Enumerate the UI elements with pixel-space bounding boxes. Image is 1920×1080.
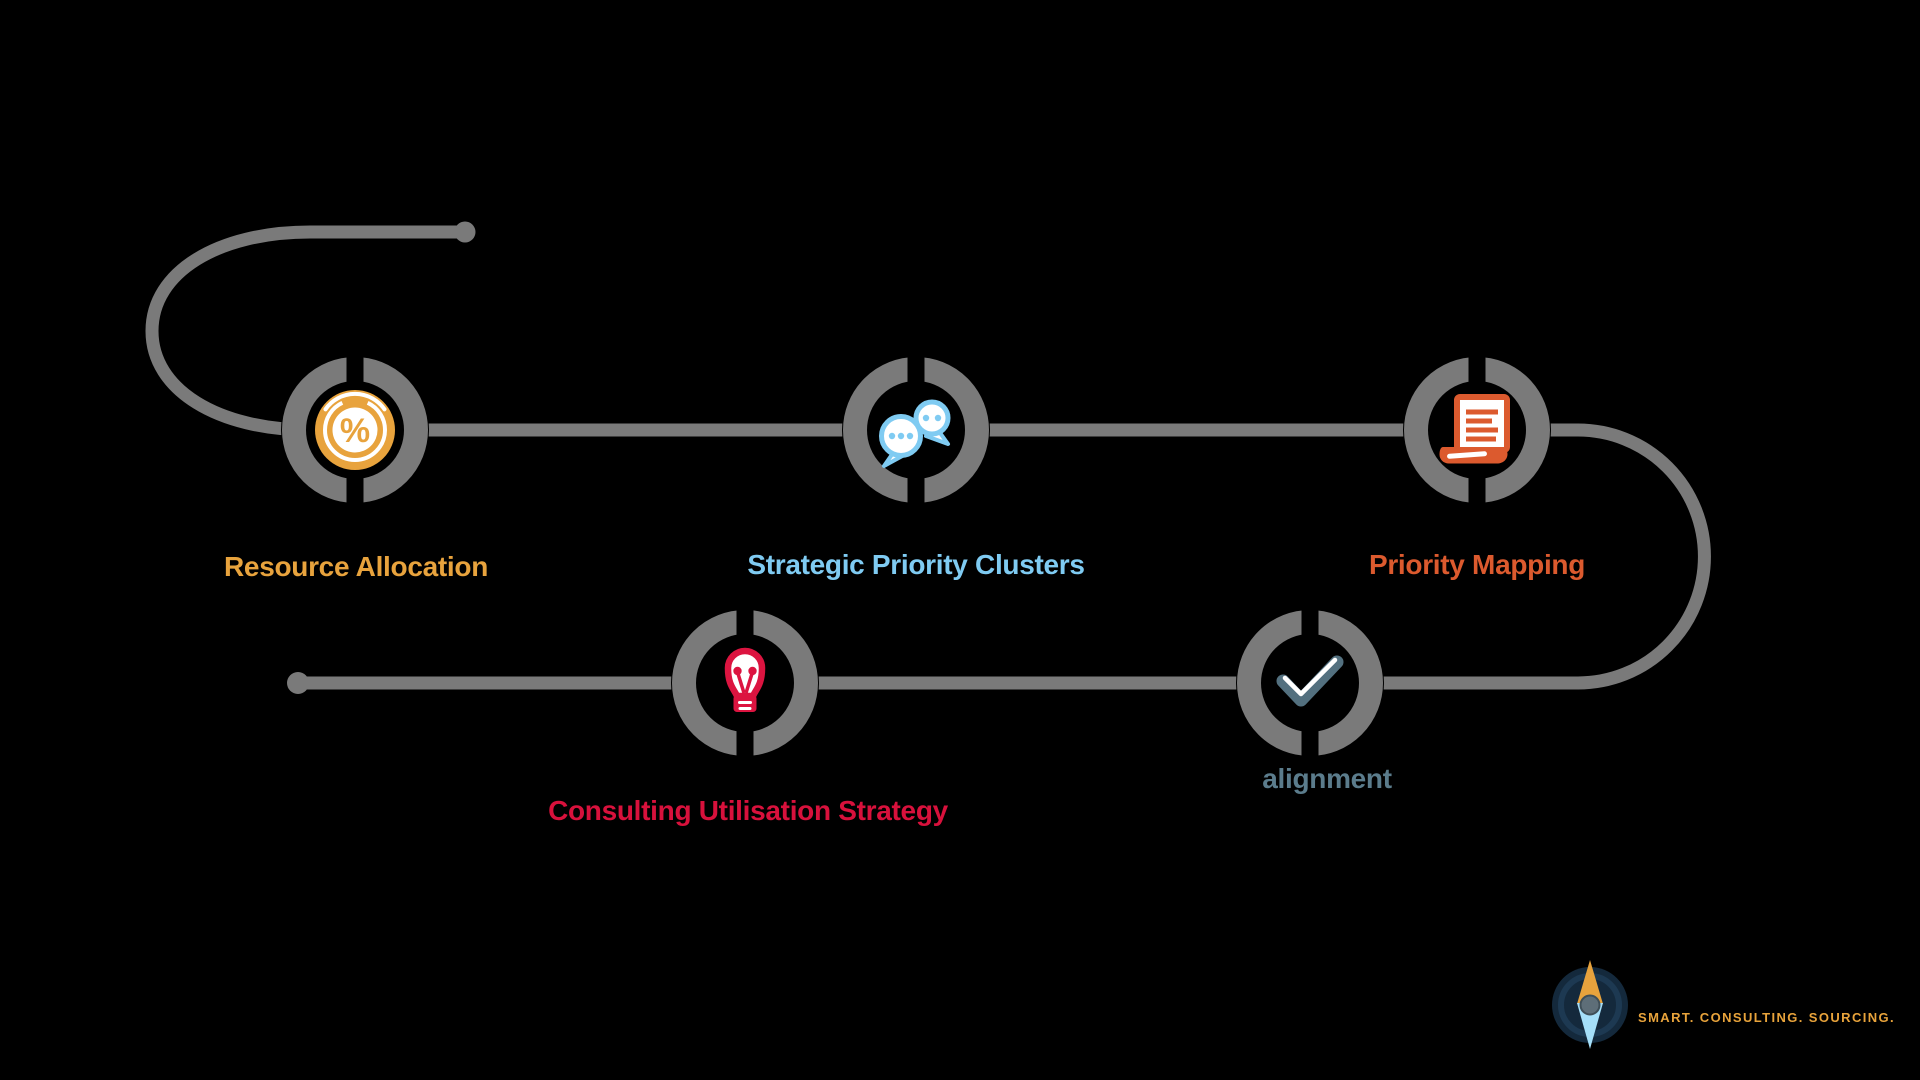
lightbulb-icon (724, 647, 766, 712)
brand-tagline: SMART. CONSULTING. SOURCING. (1638, 1010, 1896, 1025)
start-endpoint-dot (454, 221, 476, 243)
node-alignment (1236, 606, 1384, 760)
node-strategic-priority-clusters (842, 353, 990, 507)
label-resource-allocation: Resource Allocation (224, 551, 488, 582)
connector-start-curve (145, 225, 465, 437)
ring-gap-top (907, 353, 925, 384)
scroll-document-icon (1439, 394, 1510, 464)
label-strategic-priority-clusters: Strategic Priority Clusters (747, 549, 1085, 580)
checkmark-icon (1276, 655, 1344, 707)
node-consulting-utilisation-strategy (671, 606, 819, 760)
ring-gap-top (1468, 353, 1486, 384)
ring-gap-bottom (346, 476, 364, 507)
compass-needle-south (1577, 1003, 1603, 1049)
ring-gap-top (736, 606, 754, 637)
compass-needle-north (1577, 960, 1603, 1004)
label-priority-mapping: Priority Mapping (1368, 549, 1586, 580)
ring-gap-bottom (1468, 476, 1486, 507)
compass-hub (1579, 994, 1601, 1016)
chat-bubbles-icon (879, 399, 951, 468)
compass-logo (1552, 960, 1628, 1049)
ring-gap-bottom (907, 476, 925, 507)
label-consulting-utilisation-strategy: Consulting Utilisation Strategy (548, 795, 948, 826)
label-alignment: alignment (1262, 763, 1392, 794)
percent-glyph: % (340, 412, 370, 450)
node-priority-mapping (1403, 353, 1551, 507)
percent-coin-icon: % (315, 390, 395, 470)
ring-gap-top (1301, 606, 1319, 637)
ring-gap-bottom (1301, 729, 1319, 760)
end-endpoint-dot (287, 672, 309, 694)
connector-right-curve (1310, 423, 1711, 690)
ring-gap-bottom (736, 729, 754, 760)
node-resource-allocation: % (281, 353, 429, 507)
ring-gap-top (346, 353, 364, 384)
